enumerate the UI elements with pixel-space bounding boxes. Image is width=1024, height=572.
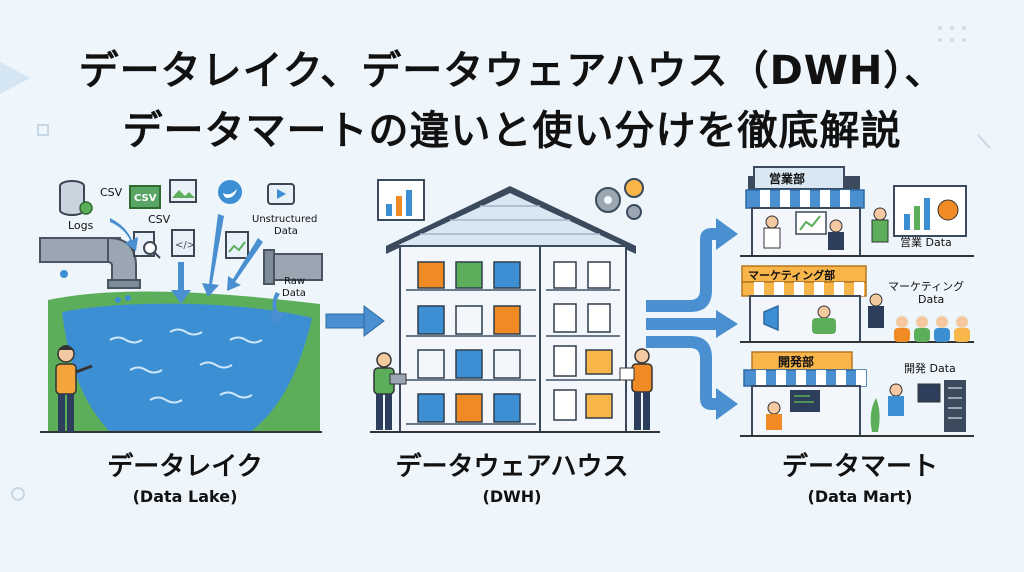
source-raw-label: Raw Data (282, 276, 308, 299)
arrow-lake-to-dwh (325, 305, 385, 337)
csv-file-icon: CSV (129, 185, 161, 209)
mart-data-sales: 営業 Data (900, 235, 952, 249)
shop-sign-dev: 開発部 (778, 354, 814, 369)
dwh-data-cubes (417, 261, 521, 423)
csv-badge-text: CSV (134, 193, 157, 204)
lake-pipe-right (263, 249, 323, 285)
caption-dwh: データウェアハウス (DWH) (380, 446, 644, 506)
mart-shop-dev (740, 351, 974, 437)
image-file-icon (169, 179, 197, 203)
data-warehouse-illustration (370, 178, 660, 433)
lake-inflow-arrows (110, 214, 284, 324)
caption-data-mart-jp: データマート (781, 452, 938, 482)
gear-icon (595, 178, 644, 220)
deco-circle (11, 487, 25, 501)
caption-data-lake: データレイク (Data Lake) (80, 446, 290, 506)
source-csv-label-2: CSV (148, 213, 171, 226)
database-icon (59, 180, 93, 216)
dwh-person-left (373, 352, 407, 430)
deco-line (977, 134, 991, 149)
deco-triangle (0, 62, 30, 94)
dwh-person-right (619, 348, 653, 430)
shop-sign-marketing: マーケティング部 (748, 268, 835, 282)
shop-sign-sales: 営業部 (769, 171, 805, 186)
code-file-icon: </> (171, 229, 195, 257)
search-file-icon (133, 231, 161, 259)
video-icon (267, 183, 295, 205)
data-mart-illustration: 営業部 営業 Data マーケティング部 マーケティング Data 開発部 開発… (740, 166, 974, 437)
caption-data-lake-en: (Data Lake) (132, 487, 238, 506)
dwh-documents (553, 261, 613, 421)
caption-data-mart: データマート (Data Mart) (750, 446, 970, 506)
audience (894, 316, 970, 342)
lake-pipe-left (39, 236, 141, 303)
source-csv-label-1: CSV (100, 186, 123, 199)
caption-dwh-jp: データウェアハウス (395, 452, 629, 482)
lake-waves (109, 328, 263, 404)
source-logs-label: Logs (68, 219, 94, 232)
svg-text:</>: </> (175, 240, 195, 251)
arrows-dwh-to-marts (646, 218, 738, 420)
dwh-bar-chart-icon (377, 179, 425, 221)
mart-shop-sales (740, 166, 974, 257)
mart-data-dev: 開発 Data (904, 361, 956, 375)
lake-water (62, 303, 312, 432)
deco-square (37, 124, 49, 136)
title-line-1: データレイク、データウェアハウス（DWH）、 (78, 48, 946, 94)
caption-dwh-en: (DWH) (482, 487, 542, 506)
caption-data-mart-en: (Data Mart) (807, 487, 913, 506)
lake-person (55, 345, 93, 432)
dwh-shelves (406, 289, 620, 425)
title-line-2: データマートの違いと使い分けを徹底解説 (122, 108, 902, 154)
source-unstructured-label: Unstructured Data (252, 214, 321, 237)
mart-data-marketing: マーケティング Data (888, 279, 968, 306)
data-lake-illustration: Logs CSV CSV CSV Unstructured Data (39, 179, 323, 433)
deco-dots (938, 26, 966, 42)
chart-file-icon (225, 231, 249, 259)
mart-shop-marketing (740, 265, 974, 343)
caption-data-lake-jp: データレイク (107, 452, 263, 482)
twitter-icon (218, 180, 242, 204)
